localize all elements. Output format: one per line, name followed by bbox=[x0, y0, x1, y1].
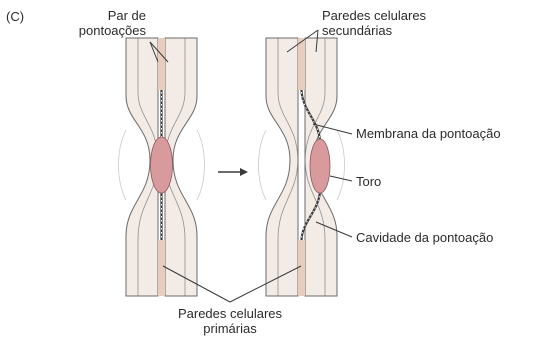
primary-wall-top bbox=[158, 38, 165, 90]
primary-wall-bottom bbox=[298, 240, 305, 296]
torus-aspirated bbox=[310, 139, 330, 193]
aspirated-pit-pair bbox=[259, 38, 345, 296]
label-primary-walls-line2: primárias bbox=[170, 321, 290, 336]
pit-aperture-outline bbox=[197, 130, 205, 200]
label-secondary-walls: Paredes celulares secundárias bbox=[322, 8, 426, 38]
primary-wall-top bbox=[298, 38, 305, 90]
pit-aperture-outline bbox=[259, 130, 267, 200]
label-pit-pair: Par de pontoações bbox=[56, 8, 146, 38]
primary-wall-bottom bbox=[158, 240, 165, 296]
label-torus: Toro bbox=[356, 174, 381, 189]
torus-centered bbox=[151, 137, 173, 193]
label-pit-pair-line2: pontoações bbox=[56, 23, 146, 38]
label-primary-walls: Paredes celulares primárias bbox=[170, 306, 290, 336]
label-pit-pair-line1: Par de bbox=[56, 8, 146, 23]
label-secondary-walls-line2: secundárias bbox=[322, 23, 426, 38]
pit-aperture-outline bbox=[337, 130, 345, 200]
left-cell-wall bbox=[266, 38, 298, 296]
transition-arrow bbox=[218, 168, 248, 176]
label-pit-cavity: Cavidade da pontoação bbox=[356, 230, 493, 245]
label-secondary-walls-line1: Paredes celulares bbox=[322, 8, 426, 23]
panel-label: (C) bbox=[6, 9, 24, 24]
label-pit-membrane: Membrana da pontoação bbox=[356, 126, 501, 141]
pit-aperture-outline bbox=[119, 130, 127, 200]
open-pit-pair bbox=[119, 38, 205, 296]
label-primary-walls-line1: Paredes celulares bbox=[170, 306, 290, 321]
